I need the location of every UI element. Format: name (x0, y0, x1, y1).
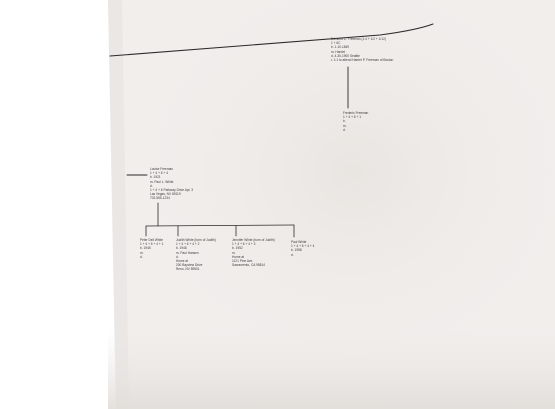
person-detail-line: 1 + 4 + 6 + 4 + 2 (176, 242, 200, 247)
person-detail-line: m. Paul Hansen (176, 250, 199, 255)
person-name: Edmund C. Freeman (1.4 + 1/2 + 1/12) (331, 37, 386, 41)
person-detail-line: 1 + 4 + 6 + 4 (150, 171, 168, 176)
person-detail-line: 702-555-1234 (150, 196, 170, 201)
person-detail-line: 1121 Pine Ave. (232, 259, 254, 264)
person-detail-line: b. 1945 (140, 246, 151, 251)
person-detail-line: 1 + 4 + 6 + 4 + 4 (291, 244, 315, 249)
person-name: Paul White (291, 240, 307, 244)
person-detail-line: b. 1-10-1849 (331, 45, 350, 50)
person-detail-line: m. (232, 250, 236, 255)
person-detail-line: b. (343, 119, 346, 124)
person-detail-line: d. 4-30-1900 Seattle (331, 53, 360, 58)
node-child-judith: Judith White (born of Judith)1 + 4 + 6 +… (176, 238, 216, 272)
person-name: Louise Freeman (150, 167, 174, 171)
person-detail-line: 1 + 4 + 6 + 4 + 3 (232, 242, 256, 247)
top-connector-line (109, 23, 434, 57)
node-edmund-freeman: Edmund C. Freeman (1.4 + 1/2 + 1/12)1 + … (331, 37, 393, 62)
person-detail-line: 1 + 4 + 6 + 1 (343, 115, 361, 120)
person-name: Peter Dell White (140, 238, 164, 242)
person-detail-line: b. 1958 (291, 248, 302, 253)
person-detail-line: d. (176, 254, 179, 259)
person-detail-line: b. 1921 (150, 175, 161, 180)
person-detail-line: m. (140, 250, 144, 255)
person-detail-line: m. (343, 123, 347, 128)
person-detail-line: 1 + 4 + 6 Parkway Drive Apt. 3 (150, 188, 194, 193)
person-detail-line: Home at (232, 254, 245, 259)
person-detail-line: Reno, NV 89501 (176, 267, 200, 272)
person-detail-line: b. 1948 (176, 246, 187, 251)
paper-bottom-fade (108, 330, 555, 409)
person-detail-line: m. Harriet (331, 49, 345, 54)
person-detail-line: 1 + 4 + 6 + 4 + 1 (140, 242, 164, 247)
person-detail-line: Home at (176, 259, 189, 264)
node-child-jennifer: Jennifer White (born of Judith)1 + 4 + 6… (232, 238, 275, 267)
person-name: Jennifer White (born of Judith) (232, 238, 275, 242)
person-detail-line: d. (291, 252, 294, 257)
person-detail-line: m. Paul L. White (150, 179, 174, 184)
person-detail-line: Las Vegas, NV 89119 (150, 192, 181, 197)
person-detail-line: b. 1952 (232, 246, 243, 251)
person-detail-line: r. 1:1 to attend Harriet P. Freeman of B… (331, 58, 394, 63)
person-detail-line: d. (150, 183, 153, 188)
person-detail-line: Sacramento, CA 95814 (232, 263, 265, 268)
person-name: Frederic Freeman (343, 111, 369, 115)
person-name: Judith White (born of Judith) (176, 238, 216, 242)
person-detail-line: 1 + 6C (331, 41, 341, 46)
person-detail-line: d. (140, 254, 143, 259)
children-sibling-bar (145, 224, 295, 227)
person-detail-line: d. (343, 127, 346, 132)
person-detail-line: 200 Bayview Drive (176, 263, 203, 268)
